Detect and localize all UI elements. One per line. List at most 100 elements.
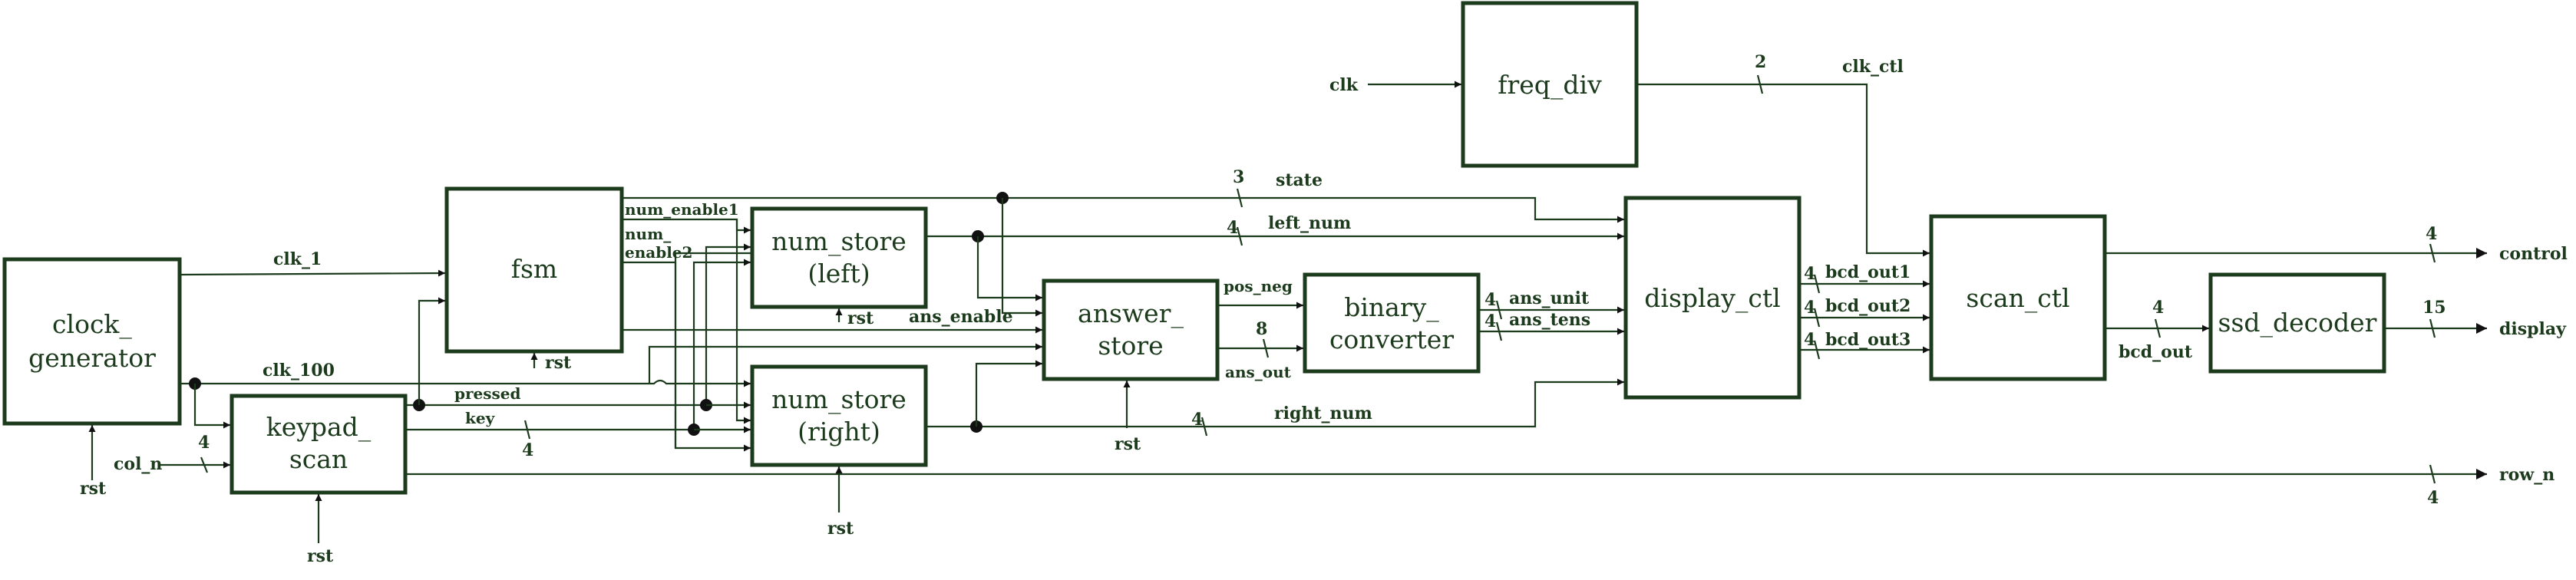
label-clk-100: clk_100 xyxy=(263,361,335,381)
wire-clk: clk xyxy=(1329,75,1461,95)
ssd-decoder-label: ssd_decoder xyxy=(2218,308,2377,338)
keypad-scan-label-1: keypad_ xyxy=(266,412,372,443)
label-rst-answer: rst xyxy=(1115,434,1141,454)
wire-col-n: 4 col_n xyxy=(114,433,230,474)
num-store-right-block: num_store (right) xyxy=(750,364,928,467)
label-clk-ctl: clk_ctl xyxy=(1842,57,1904,77)
wire-ans-enable: ans_enable xyxy=(622,307,1042,334)
rst-inputs: rst rst rst rst rst rst xyxy=(80,308,1141,566)
wire-pressed: pressed xyxy=(405,243,751,411)
width-display: 15 xyxy=(2422,298,2446,318)
wire-ans-out: 8 ans_out xyxy=(1217,319,1303,381)
label-rst-keypad: rst xyxy=(307,546,334,566)
clock-generator-label-1: clock_ xyxy=(52,309,132,340)
scan-ctl-block: scan_ctl xyxy=(1929,214,2107,381)
label-rst-clock-gen: rst xyxy=(80,479,107,499)
label-bcd-out2: bcd_out2 xyxy=(1825,296,1911,316)
width-right-num: 4 xyxy=(1191,410,1203,430)
label-row-n: row_n xyxy=(2499,465,2555,485)
label-bcd-out3: bcd_out3 xyxy=(1825,330,1911,350)
width-bcd-out: 4 xyxy=(2152,298,2164,318)
wire-bcd-out: 4 bcd_out xyxy=(2105,298,2209,362)
width-key: 4 xyxy=(522,440,533,460)
binary-converter-label-1: binary_ xyxy=(1344,292,1439,323)
label-display: display xyxy=(2499,319,2567,339)
freq-div-label: freq_div xyxy=(1498,70,1602,101)
label-ans-enable: ans_enable xyxy=(909,307,1013,327)
wire-pos-neg: pos_neg xyxy=(1217,277,1303,309)
width-clk-ctl: 2 xyxy=(1755,52,1766,72)
binary-converter-block: binary_ converter xyxy=(1303,272,1481,374)
keypad-scan-block: keypad_ scan xyxy=(230,394,408,495)
wire-bcd-out2: 4 bcd_out2 xyxy=(1799,296,1930,328)
label-ans-unit: ans_unit xyxy=(1509,288,1590,308)
fsm-label: fsm xyxy=(511,254,557,284)
scan-ctl-label: scan_ctl xyxy=(1966,283,2069,314)
label-pressed: pressed xyxy=(454,384,520,403)
wire-ans-tens: 4 ans_tens xyxy=(1478,310,1624,341)
label-num-enable1: num_enable1 xyxy=(625,200,739,219)
wire-clk-ctl: 2 clk_ctl xyxy=(1636,52,1930,257)
answer-store-label-1: answer_ xyxy=(1078,298,1184,329)
label-bcd-out: bcd_out xyxy=(2119,342,2193,362)
label-num-enable2-a: num_ xyxy=(625,225,671,243)
width-row-n: 4 xyxy=(2427,488,2439,508)
label-state: state xyxy=(1276,170,1323,190)
label-rst-right: rst xyxy=(827,519,854,539)
width-control: 4 xyxy=(2426,224,2437,244)
num-store-left-label-1: num_store xyxy=(771,226,907,257)
display-ctl-block: display_ctl xyxy=(1623,196,1802,400)
wire-left-num: 4 left_num xyxy=(926,213,1624,302)
width-ans-out: 8 xyxy=(1256,319,1267,339)
label-ans-tens: ans_tens xyxy=(1509,310,1590,330)
width-state: 3 xyxy=(1233,167,1244,187)
wire-num-enable2: num_ enable2 xyxy=(622,225,751,452)
width-col-n: 4 xyxy=(198,433,210,453)
answer-store-block: answer_ store xyxy=(1042,278,1220,381)
label-col-n: col_n xyxy=(114,454,162,474)
wire-display: 15 display xyxy=(2384,298,2567,339)
wire-ans-unit: 4 ans_unit xyxy=(1478,288,1624,320)
label-clk-1: clk_1 xyxy=(273,249,322,269)
clock-generator-block: clock_ generator xyxy=(2,257,182,426)
wire-clk-1: clk_1 xyxy=(179,249,446,277)
wire-key: 4 key xyxy=(405,259,751,460)
width-left-num: 4 xyxy=(1227,218,1238,238)
label-bcd-out1: bcd_out1 xyxy=(1825,262,1911,282)
wire-control: 4 control xyxy=(2105,224,2568,264)
clock-generator-label-2: generator xyxy=(28,343,156,373)
label-key: key xyxy=(465,409,496,427)
wire-row-n: 4 row_n xyxy=(405,464,2555,508)
label-pos-neg: pos_neg xyxy=(1224,277,1293,295)
label-rst-left: rst xyxy=(847,308,874,328)
width-ans-unit: 4 xyxy=(1485,290,1496,310)
label-control: control xyxy=(2499,244,2568,264)
binary-converter-label-2: converter xyxy=(1329,325,1454,354)
wire-bcd-out3: 4 bcd_out3 xyxy=(1799,330,1930,360)
wire-num-enable1: num_enable1 xyxy=(622,200,751,424)
ssd-decoder-block: ssd_decoder xyxy=(2208,272,2386,374)
label-rst-fsm: rst xyxy=(545,353,572,373)
width-ans-tens: 4 xyxy=(1485,311,1496,331)
num-store-right-label-2: (right) xyxy=(798,417,880,447)
wire-state: 3 state xyxy=(622,167,1624,317)
num-store-left-block: num_store (left) xyxy=(750,206,928,309)
width-bcd-out2: 4 xyxy=(1804,298,1815,318)
wire-bcd-out1: 4 bcd_out1 xyxy=(1799,262,1930,294)
wire-clk-100: clk_100 xyxy=(180,343,1042,429)
label-right-num: right_num xyxy=(1274,404,1372,423)
label-num-enable2-b: enable2 xyxy=(625,243,692,262)
label-ans-out: ans_out xyxy=(1225,363,1292,381)
fsm-block: fsm xyxy=(444,186,624,354)
num-store-right-label-1: num_store xyxy=(771,384,907,415)
num-store-left-label-2: (left) xyxy=(807,259,870,288)
display-ctl-label: display_ctl xyxy=(1644,283,1780,314)
label-clk: clk xyxy=(1329,75,1359,95)
answer-store-label-2: store xyxy=(1098,331,1163,361)
keypad-scan-label-2: scan xyxy=(289,444,348,474)
width-bcd-out3: 4 xyxy=(1804,330,1815,350)
freq-div-block: freq_div xyxy=(1461,1,1639,168)
width-bcd-out1: 4 xyxy=(1804,264,1815,284)
wire-right-num: 4 right_num xyxy=(926,360,1624,437)
